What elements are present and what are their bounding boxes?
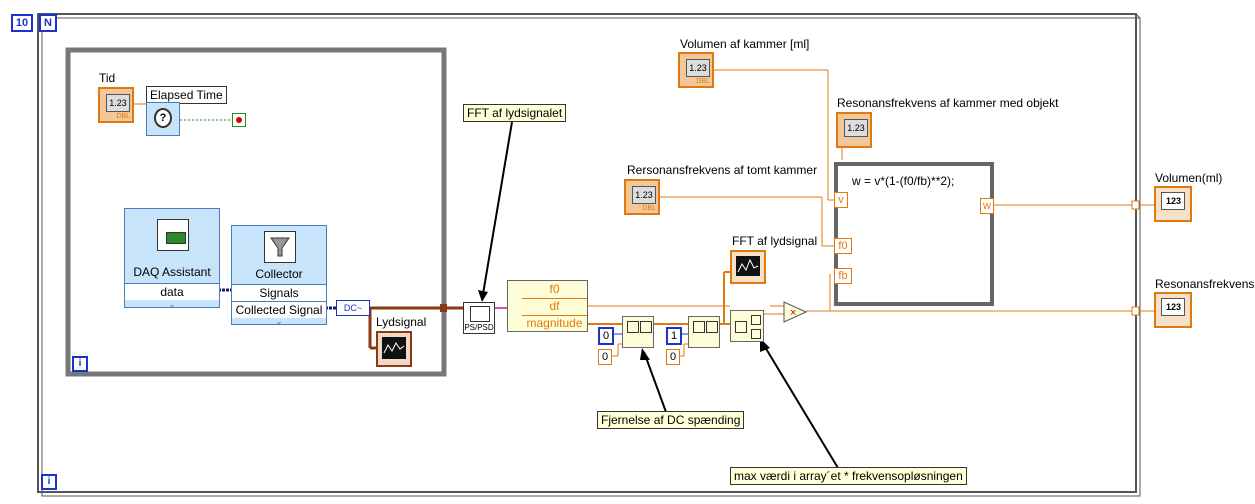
- tid-type: DBL: [116, 113, 130, 120]
- note-fft: FFT af lydsignalet: [463, 104, 567, 122]
- daq-output-data[interactable]: data: [125, 283, 219, 300]
- funnel-icon: [264, 231, 296, 263]
- volumen-indicator-label: Volumen(ml): [1155, 171, 1223, 185]
- array-subset-2[interactable]: [688, 316, 720, 348]
- constant-0-length-2[interactable]: 0: [666, 349, 680, 365]
- daq-assistant-express-vi[interactable]: DAQ Assistant data ⌄: [124, 208, 220, 309]
- psd-vi[interactable]: PS/PSD: [463, 302, 495, 334]
- constant-0-length[interactable]: 0: [598, 349, 612, 365]
- resonans-indicator[interactable]: 123: [1154, 292, 1192, 328]
- collector-input-signals[interactable]: Signals: [232, 284, 326, 301]
- daq-title: DAQ Assistant: [133, 265, 211, 279]
- svg-text:×: ×: [790, 307, 796, 319]
- unbundle-magnitude[interactable]: magnitude: [526, 316, 583, 330]
- resonans-tomt-type: DBL: [642, 205, 656, 212]
- unbundle-by-name[interactable]: f0 df magnitude: [507, 280, 588, 332]
- array-max-min[interactable]: [730, 310, 764, 342]
- resonans-tomt-value: 1.23: [632, 186, 656, 204]
- lydsignal-label: Lydsignal: [376, 315, 427, 329]
- array-icon: [735, 321, 747, 333]
- loop-count-constant[interactable]: 10: [11, 14, 33, 32]
- array-subset-1[interactable]: [622, 316, 654, 348]
- min-icon: [751, 329, 761, 339]
- outer-iteration-terminal: i: [41, 474, 57, 490]
- elapsed-time-label: Elapsed Time: [146, 86, 227, 104]
- resonans-tomt-label: Rersonansfrekvens af tomt kammer: [627, 163, 818, 177]
- volumen-indicator-value: 123: [1161, 192, 1185, 210]
- collector-expand-icon[interactable]: ⌄: [275, 316, 283, 326]
- unbundle-f0[interactable]: f0: [522, 281, 587, 299]
- loop-count-terminal: N: [39, 14, 57, 32]
- formula-input-fb[interactable]: fb: [834, 268, 852, 284]
- tid-value: 1.23: [106, 94, 130, 112]
- formula-input-f0[interactable]: f0: [834, 238, 852, 254]
- resonans-objekt-value: 1.23: [844, 119, 868, 137]
- unbundle-df[interactable]: df: [522, 298, 587, 316]
- convert-dynamic-data[interactable]: DC~: [336, 300, 370, 316]
- stopwatch-icon: ?: [154, 108, 172, 128]
- note-max: max værdi i array´et * frekvensopløsning…: [730, 467, 967, 485]
- array-icon: [640, 321, 652, 333]
- inner-iteration-terminal: i: [72, 356, 88, 372]
- led-icon: [236, 117, 242, 123]
- lydsignal-graph[interactable]: [376, 331, 412, 367]
- volumen-kammer-label: Volumen af kammer [ml]: [680, 37, 810, 51]
- array-icon: [706, 321, 718, 333]
- formula-output-w[interactable]: w: [980, 198, 994, 214]
- formula-text[interactable]: w = v*(1-(f0/fb)**2);: [852, 174, 955, 188]
- resonans-objekt-label: Resonansfrekvens af kammer med objekt: [837, 96, 1059, 110]
- spectrum-icon: [470, 306, 490, 322]
- array-icon: [627, 321, 639, 333]
- resonans-objekt-control[interactable]: 1.23: [836, 112, 872, 148]
- volumen-kammer-control[interactable]: 1.23 DBL: [678, 52, 714, 88]
- formula-input-v[interactable]: v: [834, 192, 848, 208]
- resonans-tomt-control[interactable]: 1.23 DBL: [624, 179, 660, 215]
- elapsed-time-express-vi[interactable]: ?: [146, 102, 180, 136]
- constant-1-index[interactable]: 1: [666, 327, 682, 345]
- max-icon: [751, 315, 761, 325]
- psd-label: PS/PSD: [464, 323, 494, 332]
- collector-express-vi[interactable]: Collector Signals Collected Signal ⌄: [231, 225, 327, 326]
- tid-control[interactable]: 1.23 DBL: [98, 87, 134, 123]
- daq-icon: [157, 219, 189, 251]
- resonans-indicator-value: 123: [1161, 298, 1185, 316]
- volumen-kammer-value: 1.23: [686, 59, 710, 77]
- graph-icon: [382, 337, 406, 359]
- tid-label: Tid: [99, 71, 116, 85]
- volumen-kammer-type: DBL: [696, 78, 710, 85]
- graph-icon: [736, 256, 760, 276]
- note-dc: Fjernelse af DC spænding: [597, 411, 745, 429]
- array-icon: [693, 321, 705, 333]
- volumen-indicator[interactable]: 123: [1154, 186, 1192, 222]
- fft-graph[interactable]: [730, 250, 766, 284]
- collector-output-signal[interactable]: Collected Signal: [232, 301, 326, 318]
- daq-expand-icon[interactable]: ⌄: [168, 299, 176, 309]
- collector-title: Collector: [255, 267, 303, 281]
- fft-graph-label: FFT af lydsignal: [732, 234, 818, 248]
- stop-indicator[interactable]: [232, 113, 246, 127]
- resonans-indicator-label: Resonansfrekvens: [1155, 277, 1255, 291]
- constant-0-index[interactable]: 0: [598, 327, 614, 345]
